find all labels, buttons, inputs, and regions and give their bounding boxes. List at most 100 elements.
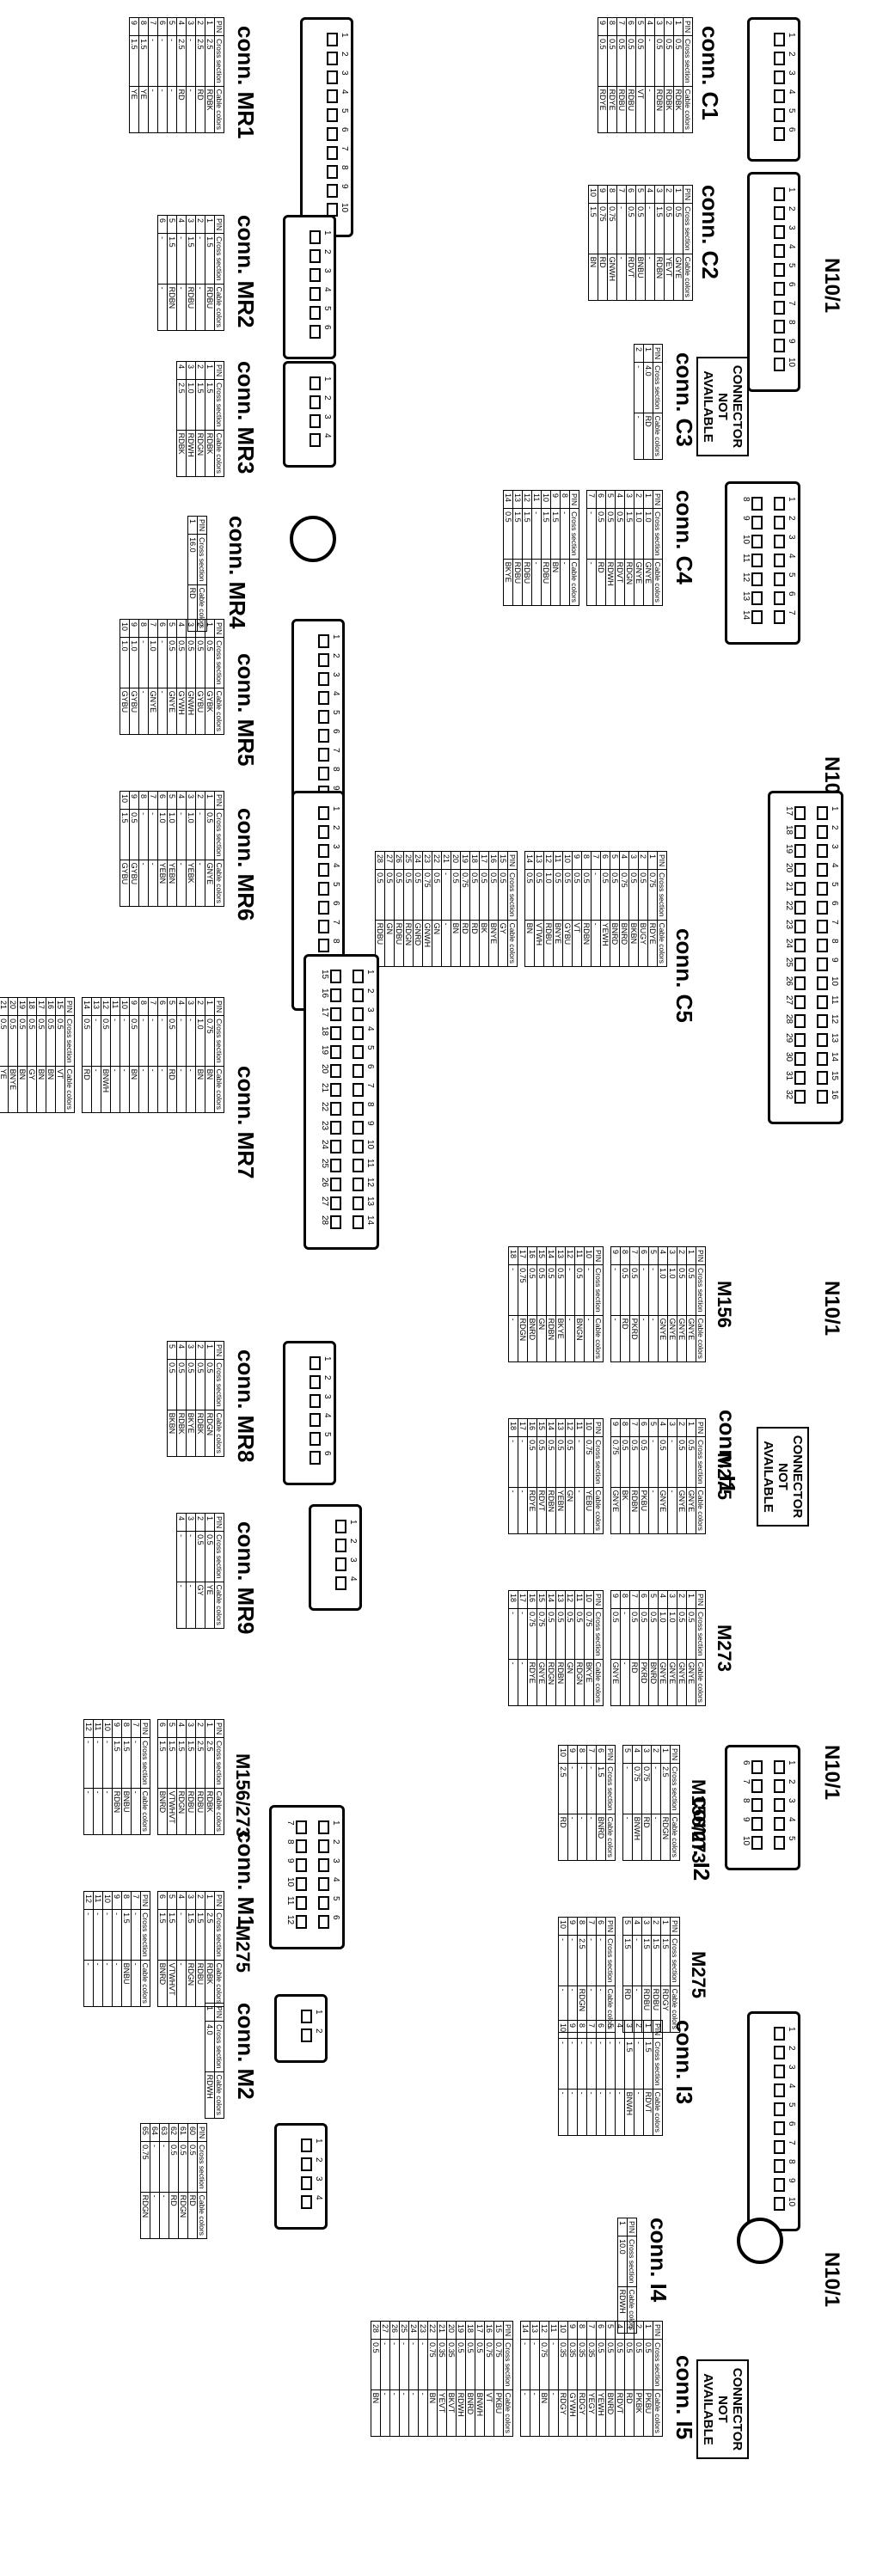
- pin-number: 1: [322, 1356, 332, 1361]
- pin-socket: [774, 320, 785, 333]
- pin-socket: [817, 1014, 828, 1028]
- column-header: PIN: [214, 1891, 224, 1910]
- pin-number: 17: [320, 1007, 329, 1018]
- column-header: PIN: [670, 1917, 680, 1936]
- pin-number: 4: [787, 1817, 796, 1822]
- pin-socket: [327, 146, 338, 160]
- pin-number: 6: [322, 325, 332, 330]
- pin-number: 25: [784, 958, 794, 968]
- pin-number: 4: [340, 89, 349, 95]
- connector-label: conn. I4: [646, 2218, 671, 2303]
- pin-number: 13: [830, 1033, 839, 1043]
- table-row: 18--: [508, 1246, 518, 1362]
- pin-socket: [817, 901, 828, 915]
- pin-number: 2: [331, 653, 340, 658]
- column-header: Cross section: [214, 379, 224, 431]
- pin-number: 4: [314, 2195, 323, 2200]
- pin-number: 1: [830, 806, 839, 811]
- connector-label: conn. MR9: [233, 1521, 259, 1635]
- table-row: 8--: [138, 791, 149, 907]
- pin-socket: [301, 2010, 312, 2023]
- pin-socket: [330, 1121, 341, 1135]
- pin-socket: [751, 535, 763, 548]
- table-row: 4--: [176, 791, 187, 907]
- pin-socket: [330, 970, 341, 983]
- pin-socket: [352, 988, 364, 1002]
- pin-socket: [310, 395, 321, 409]
- pin-number: 25: [320, 1159, 329, 1169]
- column-header: Cross section: [605, 1763, 616, 1814]
- pin-number: 3: [331, 672, 340, 677]
- pin-number: 1: [348, 1520, 358, 1525]
- table-row: 17--: [518, 1418, 528, 1534]
- pin-socket: [318, 767, 329, 780]
- pin-number: 3: [787, 2065, 796, 2070]
- column-header: Cross section: [214, 2021, 224, 2072]
- pin-socket: [318, 729, 329, 743]
- table-row: 18--: [508, 1590, 518, 1706]
- table-row: 63--: [159, 2123, 169, 2239]
- pin-socket: [817, 806, 828, 820]
- pin-number: 16: [830, 1090, 839, 1100]
- pin-number: 15: [830, 1071, 839, 1081]
- column-header: Cable colors: [503, 2389, 513, 2437]
- pin-number: 10: [285, 1877, 295, 1888]
- pin-socket: [330, 1178, 341, 1191]
- pin-socket: [310, 376, 321, 390]
- pin-socket: [774, 1760, 785, 1774]
- column-header: PIN: [683, 17, 693, 36]
- pin-socket: [310, 1432, 321, 1446]
- column-header: Cable colors: [683, 86, 693, 133]
- column-header: PIN: [593, 1590, 604, 1609]
- table-row: 10--: [120, 997, 130, 1113]
- pin-number: 2: [365, 988, 375, 994]
- pin-number: 7: [830, 920, 839, 925]
- column-header: Cross section: [214, 1737, 224, 1789]
- pin-socket: [318, 672, 329, 686]
- pin-number: 2: [787, 206, 796, 211]
- pin-number: 7: [331, 920, 340, 925]
- column-header: Cross section: [507, 869, 518, 921]
- ring-terminal: [737, 2218, 783, 2264]
- pin-socket: [794, 939, 806, 952]
- column-header: PIN: [214, 1513, 224, 1532]
- table-row: 11--: [93, 1891, 103, 2007]
- column-header: Cross section: [653, 2339, 663, 2390]
- pin-number: 2: [322, 249, 332, 254]
- pin-number: 31: [784, 1071, 794, 1081]
- pin-number: 2: [314, 2028, 323, 2034]
- column-header: Cable colors: [214, 1960, 224, 2007]
- column-header: PIN: [214, 361, 224, 380]
